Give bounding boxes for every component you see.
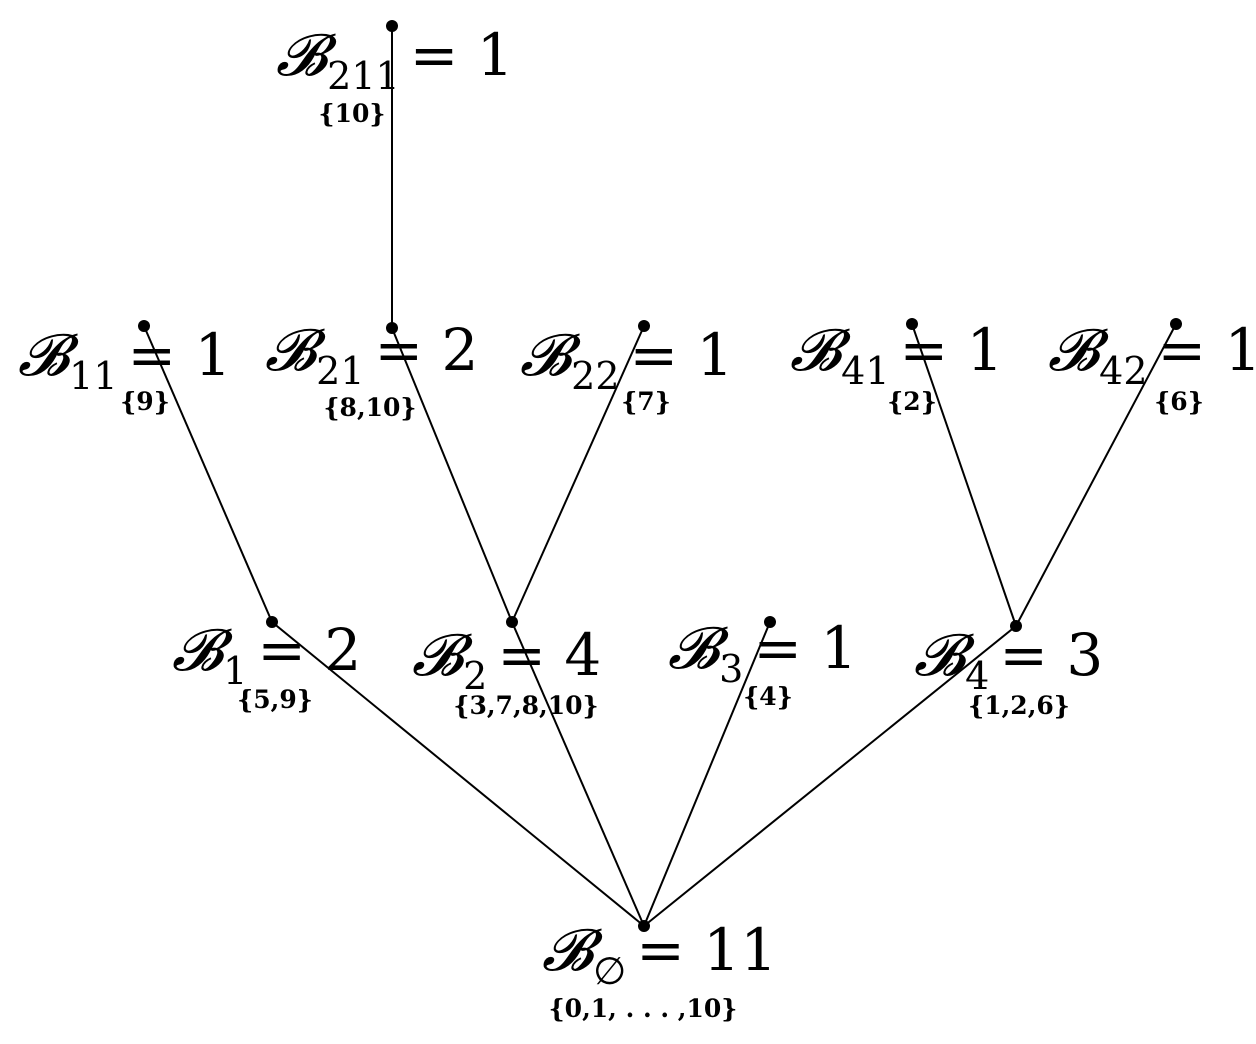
node-set-b2: {3,7,8,10} [453,691,598,720]
node-label-b2: 𝓑2= 4 [412,621,601,698]
node-dot-b11 [138,320,150,332]
node-value: = 1 [128,321,232,389]
node-subscript: 211 [327,54,400,98]
node-dot-b3 [764,616,776,628]
node-label-b4: 𝓑4= 3 [914,621,1103,698]
dots-group [138,20,1182,932]
edges-group [143,26,1177,927]
node-value: = 4 [497,621,601,689]
edge-b4-b41 [911,323,1017,627]
node-set-b211: {10} [319,99,386,128]
node-subscript: ∅ [593,949,626,993]
node-subscript: 22 [571,354,619,398]
node-set-b41: {2} [887,387,937,416]
node-set-b3: {4} [743,682,793,711]
node-dot-b1 [266,616,278,628]
node-subscript: 2 [463,654,487,698]
edge-b4-b42 [1015,323,1177,627]
node-dot-b21 [386,322,398,334]
node-label-root: 𝓑∅= 11 [542,916,777,993]
edge-root-b4 [643,625,1017,927]
edge-root-b1 [271,621,645,927]
node-set-b22: {7} [621,387,671,416]
edge-root-b2 [511,621,645,927]
node-label-b3: 𝓑3= 1 [668,614,857,691]
node-subscript: 21 [316,349,364,393]
node-dot-b4 [1010,620,1022,632]
node-value: = 11 [636,916,777,984]
node-set-b4: {1,2,6} [968,691,1070,720]
node-label-b42: 𝓑42= 1 [1048,316,1256,393]
node-subscript: 11 [69,354,117,398]
node-label-b41: 𝓑41= 1 [790,316,1003,393]
node-subscript: 1 [223,649,247,693]
node-value: = 1 [630,321,734,389]
node-value: = 1 [410,21,514,89]
node-dot-b211 [386,20,398,32]
node-dot-root [638,920,650,932]
node-label-b21: 𝓑21= 2 [265,316,478,393]
edge-root-b3 [643,621,771,927]
edge-b1-b11 [143,325,273,623]
node-dot-b41 [906,318,918,330]
node-label-b211: 𝓑211= 1 [276,21,514,98]
node-set-b1: {5,9} [237,685,313,714]
node-subscript: 41 [841,349,889,393]
node-dot-b22 [638,320,650,332]
node-set-b42: {6} [1154,387,1204,416]
edge-b2-b22 [511,325,645,623]
node-subscript: 3 [719,647,743,691]
node-subscript: 42 [1099,349,1147,393]
node-dot-b2 [506,616,518,628]
node-dot-b42 [1170,318,1182,330]
node-value: = 3 [999,621,1103,689]
edge-b2-b21 [391,327,513,623]
node-subscript: 4 [965,654,989,698]
node-set-root: {0,1, . . . ,10} [549,994,738,1023]
node-label-b1: 𝓑1= 2 [172,616,361,693]
node-set-b11: {9} [120,387,170,416]
node-set-b21: {8,10} [323,393,416,422]
